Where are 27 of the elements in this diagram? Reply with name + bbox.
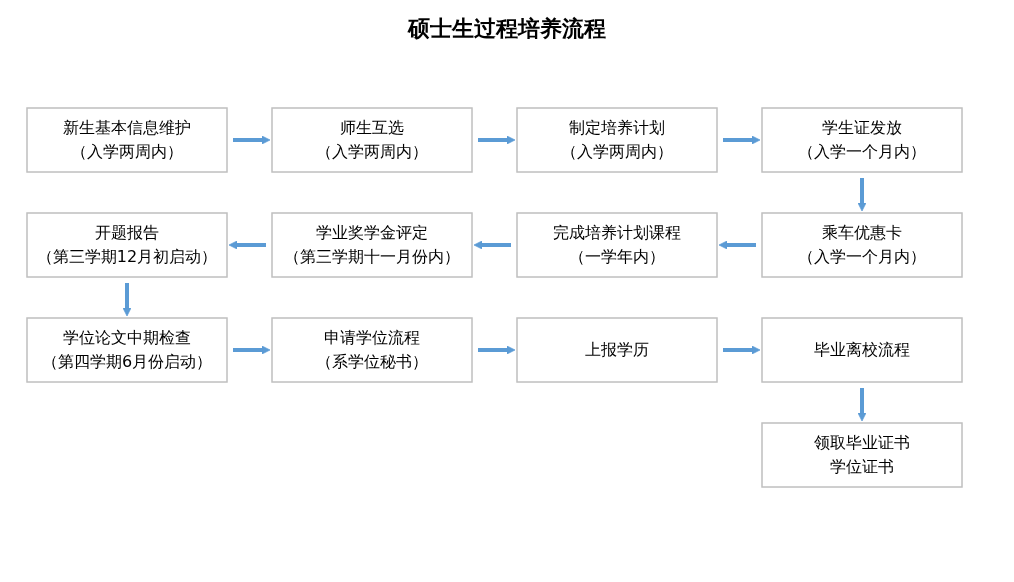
node-box xyxy=(761,317,963,383)
node-box xyxy=(761,107,963,173)
arrow xyxy=(233,135,271,145)
flowchart: 新生基本信息维护 （入学两周内） 师生互选 （入学两周内） 制定培养计划 （入学两周内） 学生证发放 （入学一个月内） 乘车优惠卡 （入学一个月内） 完成培养计划课程 （一学年内） 学业奖学金评定 （第三学期十一月份内） 开题报告 （第三学期12月初启动） 学位论文中期检查 （第四学期6月份启动） 申请学位流程 （系学位秘书） 上报学历 毕业离校流程 领取毕业证书 学位证书 xyxy=(7,55,1007,565)
arrow xyxy=(718,240,756,250)
node-box xyxy=(271,107,473,173)
node-box xyxy=(761,422,963,488)
arrow xyxy=(723,345,761,355)
node-box xyxy=(26,212,228,278)
arrow xyxy=(228,240,266,250)
node-box xyxy=(271,317,473,383)
arrow xyxy=(473,240,511,250)
arrow xyxy=(723,135,761,145)
arrow xyxy=(233,345,271,355)
node-box xyxy=(26,317,228,383)
arrow xyxy=(122,283,132,317)
arrow xyxy=(857,388,867,422)
arrow xyxy=(478,345,516,355)
arrow xyxy=(857,178,867,212)
node-box xyxy=(761,212,963,278)
diagram-title: 硕士生过程培养流程 xyxy=(406,15,607,43)
arrow xyxy=(478,135,516,145)
node-box xyxy=(516,212,718,278)
node-box xyxy=(516,107,718,173)
node-box xyxy=(516,317,718,383)
node-box xyxy=(271,212,473,278)
node-box xyxy=(26,107,228,173)
